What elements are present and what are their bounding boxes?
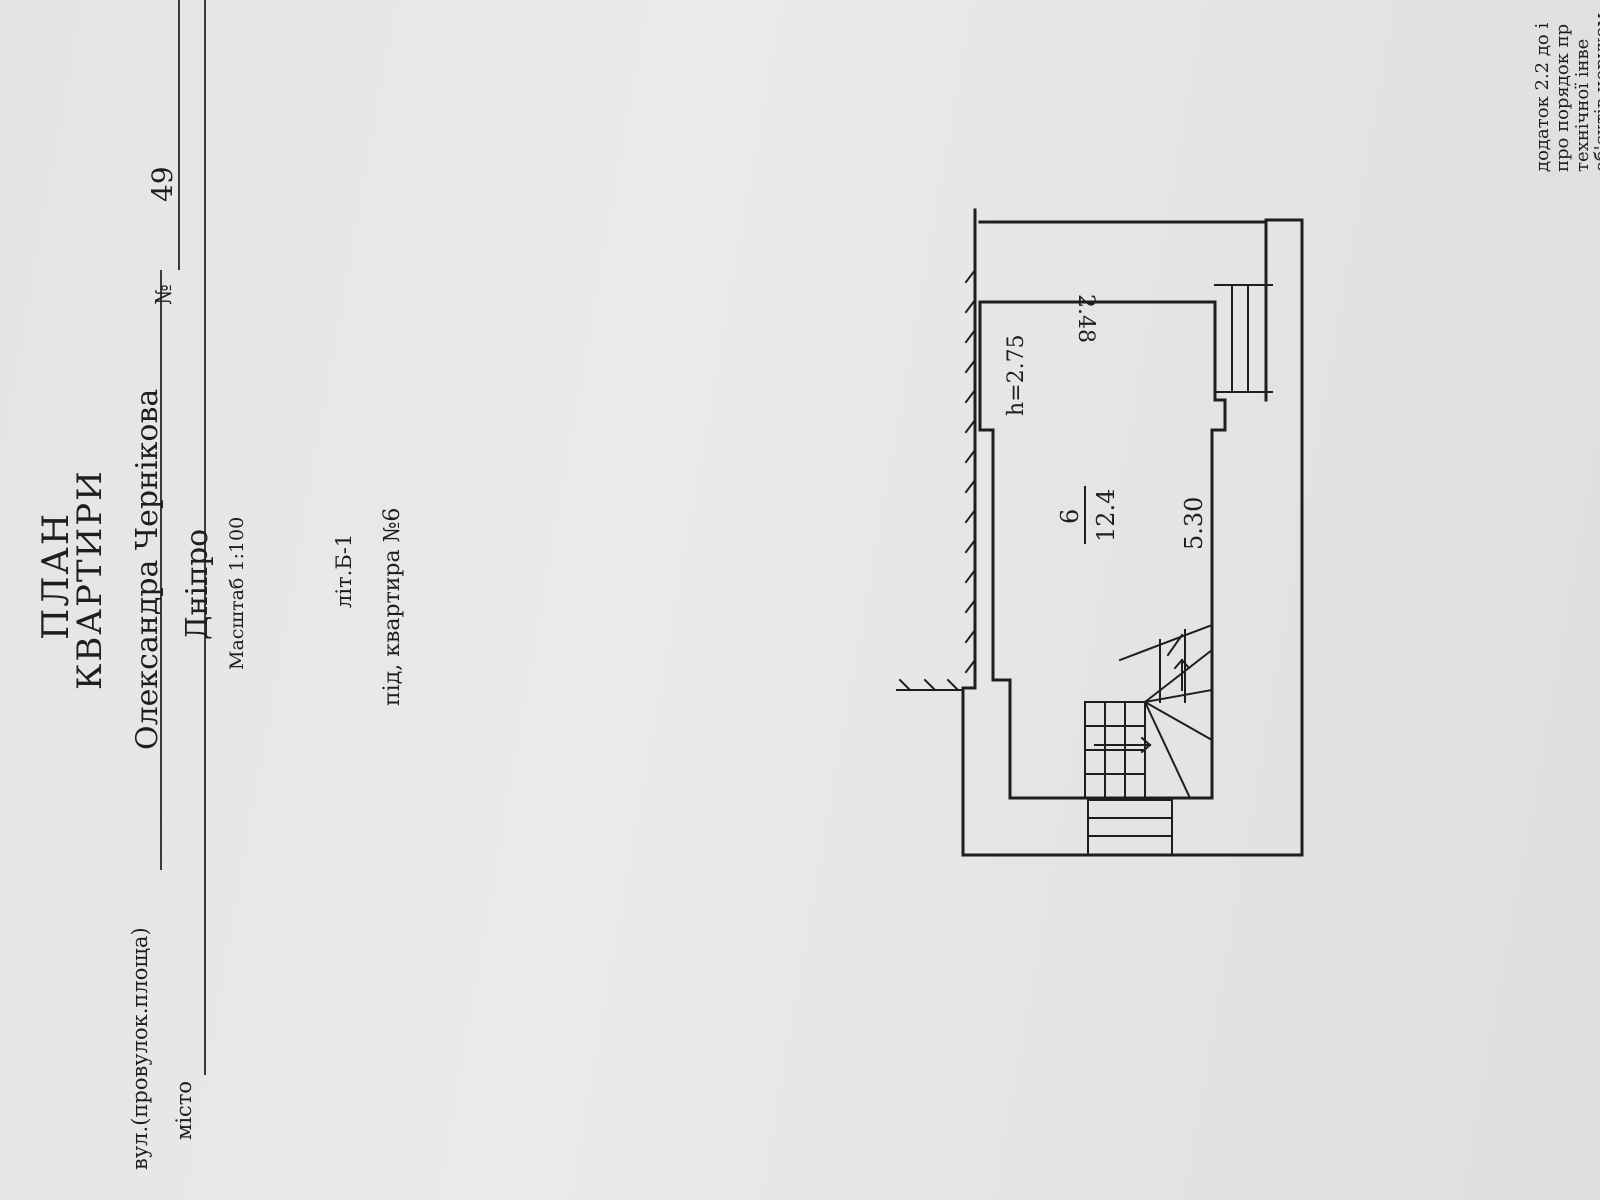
staircase xyxy=(1084,623,1214,800)
ground-hatch xyxy=(898,268,977,692)
room-number: 6 xyxy=(1056,508,1084,524)
street-line xyxy=(160,270,162,870)
bottom-door xyxy=(1087,799,1173,856)
room-wall xyxy=(978,300,1227,800)
room-height: h=2.75 xyxy=(1004,334,1029,416)
number-line xyxy=(178,0,180,270)
city-line xyxy=(204,0,206,1075)
room-area: 12.4 xyxy=(1092,488,1120,542)
room-width: 2.48 xyxy=(1073,294,1098,343)
window-stairs xyxy=(1214,284,1273,393)
room-length: 5.30 xyxy=(1180,496,1208,550)
outer-wall xyxy=(961,208,1304,857)
